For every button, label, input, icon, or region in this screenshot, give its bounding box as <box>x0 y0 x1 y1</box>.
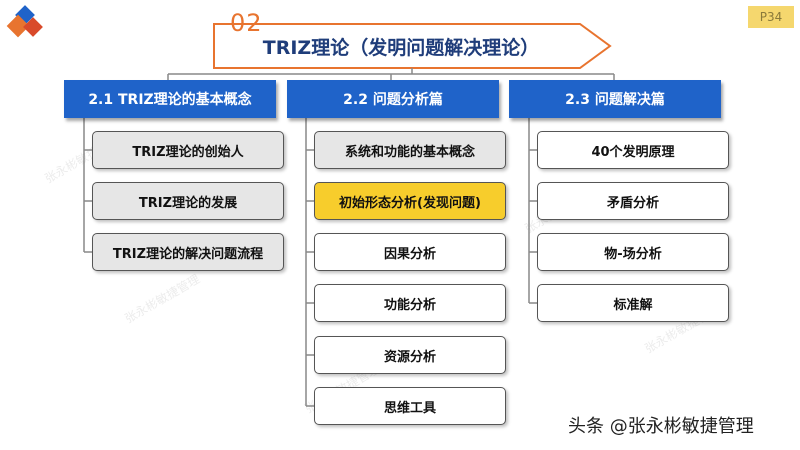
item-function-analysis: 功能分析 <box>314 284 506 322</box>
chapter-number: 02 <box>230 9 263 37</box>
section-header-basic-concepts: 2.1 TRIZ理论的基本概念 <box>64 80 276 118</box>
item-resource-analysis: 资源分析 <box>314 336 506 374</box>
item-contradiction-analysis: 矛盾分析 <box>537 182 729 220</box>
page-number-badge: P34 <box>748 6 794 28</box>
page-title: TRIZ理论（发明问题解决理论） <box>262 36 540 59</box>
item-substance-field-analysis: 物-场分析 <box>537 233 729 271</box>
section-header-problem-solving: 2.3 问题解决篇 <box>509 80 721 118</box>
item-triz-founder: TRIZ理论的创始人 <box>92 131 284 169</box>
section-header-problem-analysis: 2.2 问题分析篇 <box>287 80 499 118</box>
item-initial-form-analysis: 初始形态分析(发现问题) <box>314 182 506 220</box>
item-triz-development: TRIZ理论的发展 <box>92 182 284 220</box>
item-cause-effect-analysis: 因果分析 <box>314 233 506 271</box>
author-watermark: 头条 @张永彬敏捷管理 <box>568 416 754 437</box>
brand-logo-icon <box>6 5 43 38</box>
item-triz-problem-solving-flow: TRIZ理论的解决问题流程 <box>92 233 284 271</box>
item-40-inventive-principles: 40个发明原理 <box>537 131 729 169</box>
item-thinking-tools: 思维工具 <box>314 387 506 425</box>
title-banner <box>213 23 612 69</box>
item-system-function-concepts: 系统和功能的基本概念 <box>314 131 506 169</box>
item-standard-solutions: 标准解 <box>537 284 729 322</box>
